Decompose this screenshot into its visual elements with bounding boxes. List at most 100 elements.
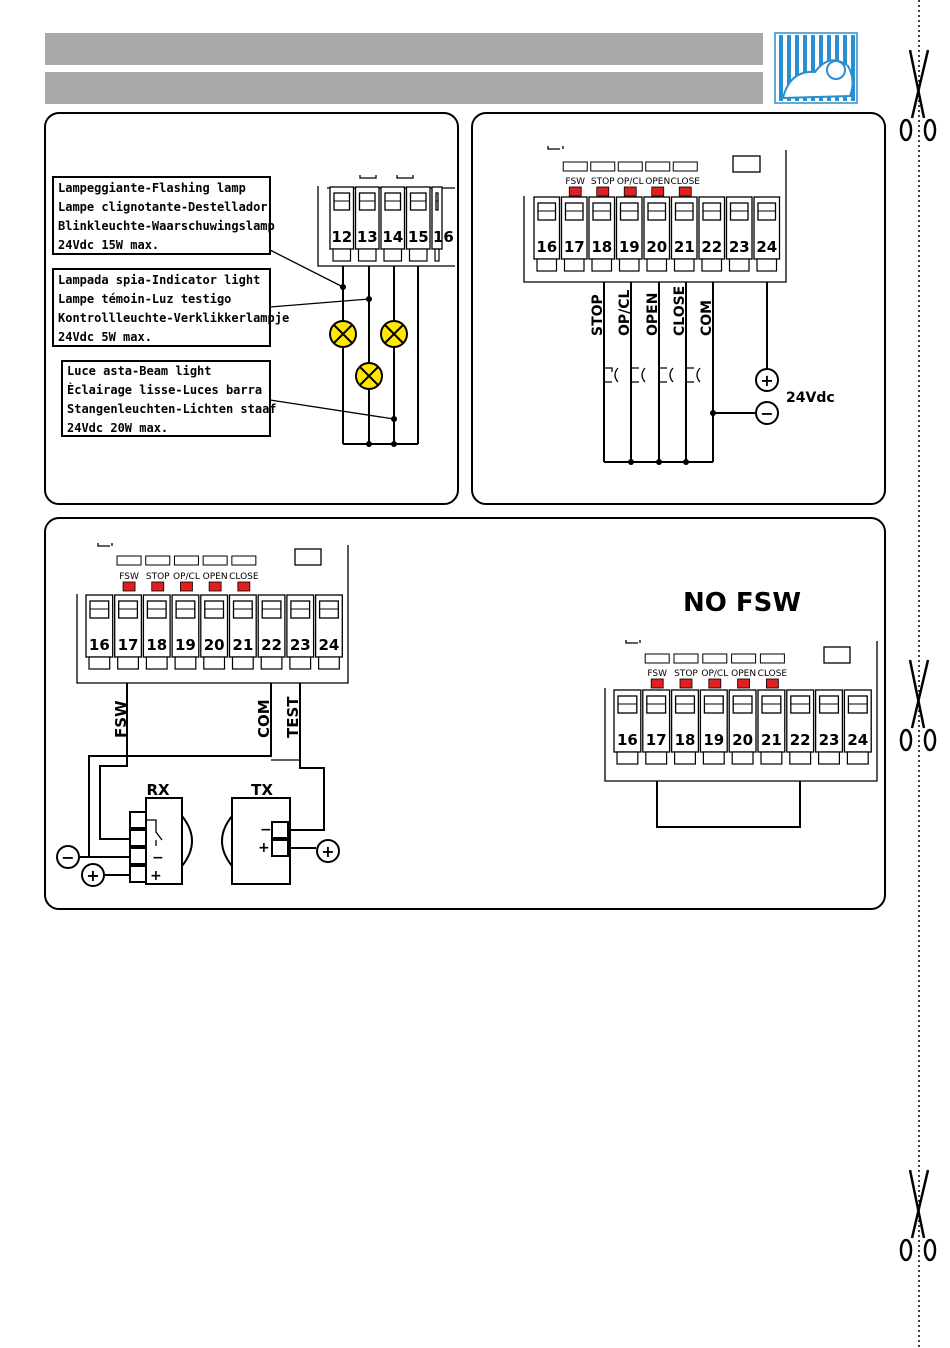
terminal-number: 21 (761, 731, 782, 749)
beam-line-3: Stangenleuchten-Lichten staaf (67, 402, 277, 416)
scissors-icon (899, 49, 937, 142)
led-opcl: OP/CL (701, 653, 728, 689)
terminal-number: 17 (646, 731, 667, 749)
scissors-icon (899, 1169, 937, 1262)
terminal-number: 18 (675, 731, 696, 749)
flash-line-1: Lampeggiante-Flashing lamp (58, 181, 246, 195)
flashing-lamp-icon (329, 320, 357, 348)
led-label: STOP (674, 669, 698, 679)
rx-receiver: RX − + (129, 781, 193, 885)
terminal-number: 17 (118, 636, 139, 654)
minus-terminal-icon: − (755, 401, 779, 425)
terminal-number: 19 (703, 731, 724, 749)
lamp-wiring (269, 249, 419, 447)
terminal-number: 22 (790, 731, 811, 749)
terminal-number: 23 (729, 238, 750, 256)
led-close: CLOSE (229, 555, 259, 592)
terminal: 18 (142, 594, 171, 670)
terminal: 18 (670, 689, 700, 765)
led-label: CLOSE (671, 177, 701, 187)
svg-text:+: + (321, 842, 334, 861)
wire-labels-b: STOP OP/CL OPEN CLOSE COM (590, 286, 715, 336)
terminal: 23 (725, 196, 753, 272)
terminal-number: 19 (619, 238, 640, 256)
terminal: 22 (786, 689, 815, 765)
terminal-number: 16 (536, 238, 557, 256)
terminal: 23 (286, 594, 315, 670)
flash-line-2: Lampe clignotante-Destellador (58, 200, 268, 214)
led-label: OP/CL (701, 669, 728, 679)
terminal: 17 (642, 689, 671, 765)
header-bar-top (45, 33, 763, 65)
photocell-wiring (80, 683, 325, 876)
terminal: 16 (533, 196, 561, 272)
terminal-number: 18 (146, 636, 167, 654)
led-label: FSW (119, 572, 139, 582)
terminal-number: 13 (357, 228, 378, 246)
label-box-flashing: Lampeggiante-Flashing lamp Lampe clignot… (52, 176, 275, 255)
panel-photocell (44, 517, 886, 910)
terminal-number: 16 (433, 228, 454, 246)
terminal-number: 17 (564, 238, 585, 256)
indicator-line-1: Lampada spia-Indicator light (58, 273, 260, 287)
terminal: 20 (728, 689, 757, 765)
terminal: 23 (814, 689, 844, 765)
terminal: 15 (405, 186, 431, 262)
svg-text:−: − (61, 848, 74, 867)
plus-terminal-icon: + (316, 839, 340, 863)
terminal: 16 (85, 594, 114, 670)
led-label: OP/CL (173, 572, 200, 582)
led-label: OP/CL (617, 177, 644, 187)
wire-label-com: COM (699, 300, 715, 336)
no-fsw-title: NO FSW (683, 588, 801, 618)
led-label: CLOSE (758, 669, 788, 679)
svg-text:+: + (258, 840, 270, 856)
button-wiring (603, 282, 768, 465)
terminal: 24 (843, 689, 872, 765)
terminal: 16 (431, 186, 454, 262)
terminal-number: 20 (204, 636, 225, 654)
led-close: CLOSE (758, 653, 788, 689)
terminal: 24 (314, 594, 343, 670)
terminal-number: 20 (732, 731, 753, 749)
wire-label-com-c: COM (255, 699, 273, 738)
led-label: OPEN (731, 669, 756, 679)
svg-text:+: + (760, 371, 773, 390)
beam-lamp-icon (380, 320, 408, 348)
terminal: 16 (613, 689, 642, 765)
wire-label-open: OPEN (645, 293, 661, 336)
scissors-icon (899, 659, 937, 752)
tx-transmitter: TX − + (221, 781, 316, 885)
led-label: CLOSE (229, 572, 259, 582)
led-label: OPEN (203, 572, 228, 582)
terminal-number: 24 (756, 238, 777, 256)
led-stop: STOP (145, 555, 171, 592)
terminal-number: 12 (331, 228, 352, 246)
wire-label-fsw: FSW (112, 700, 130, 738)
indicator-line-4: 24Vdc 5W max. (58, 330, 152, 344)
terminal-number: 24 (319, 636, 340, 654)
terminal-number: 20 (646, 238, 667, 256)
led-close: CLOSE (671, 161, 701, 197)
indicator-lamp-icon (355, 362, 383, 390)
terminal-number: 15 (408, 228, 429, 246)
terminal: 21 (670, 196, 698, 272)
terminal-number: 16 (89, 636, 110, 654)
wire-label-test: TEST (284, 696, 302, 738)
terminal: 21 (757, 689, 786, 765)
terminal-number: 19 (175, 636, 196, 654)
terminal-number: 23 (290, 636, 311, 654)
rx-label: RX (146, 781, 170, 799)
led-open: OPEN (731, 653, 757, 689)
terminal: 24 (753, 196, 781, 272)
led-fsw: FSW (562, 161, 588, 197)
panel-lamps (44, 112, 459, 505)
brand-logo (774, 32, 858, 104)
svg-text:−: − (152, 850, 164, 866)
svg-text:+: + (86, 866, 99, 885)
